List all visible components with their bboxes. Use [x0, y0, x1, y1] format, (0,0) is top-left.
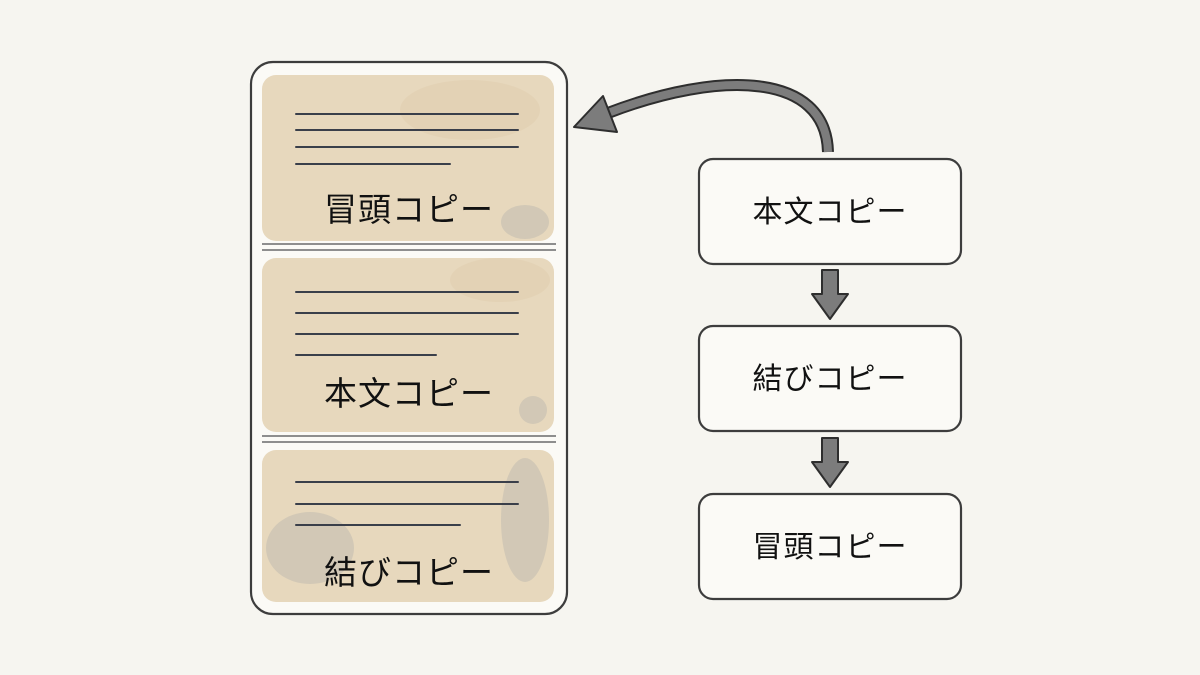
curved-arrow — [573, 79, 834, 153]
section-wash — [262, 75, 554, 241]
flow-step-label: 結びコピー — [753, 362, 908, 397]
down-arrow-icon — [811, 269, 849, 320]
section-wash-stain — [501, 458, 549, 582]
document-layout: 冒頭コピー 本文コピー 結びコピー — [249, 60, 569, 616]
copy-flow: 本文コピー 結びコピー 冒頭コピー — [697, 157, 963, 601]
section-wash-stain — [519, 396, 547, 424]
curved-arrow-head — [573, 95, 618, 133]
section-wash — [262, 258, 554, 432]
flow-step-box — [697, 157, 963, 266]
down-arrow-icon — [811, 437, 849, 488]
flow-step-label: 冒頭コピー — [753, 530, 908, 565]
flow-step-box — [697, 324, 963, 433]
document-section-body: 本文コピー — [262, 258, 554, 432]
document-section-opening: 冒頭コピー — [262, 75, 554, 241]
section-wash-stain — [400, 80, 540, 140]
curved-arrow-shaft-fill — [606, 81, 832, 153]
section-wash-stain — [501, 205, 549, 239]
section-wash-stain — [266, 512, 354, 584]
document-section-closing: 結びコピー — [262, 450, 554, 602]
section-label-opening: 冒頭コピー — [324, 190, 494, 229]
flow-step-box — [697, 492, 963, 601]
section-wash-stain — [450, 258, 550, 302]
section-label-body: 本文コピー — [324, 374, 494, 413]
section-label-closing: 結びコピー — [324, 553, 494, 592]
flow-step-label: 本文コピー — [753, 195, 908, 230]
